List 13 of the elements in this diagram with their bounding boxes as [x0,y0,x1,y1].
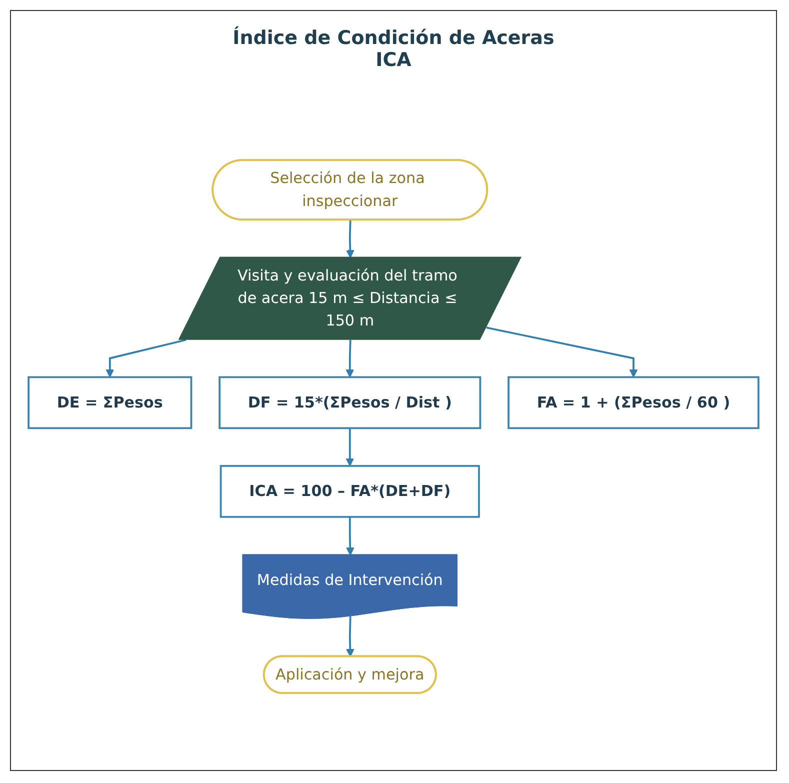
frame: Índice de Condición de Aceras ICA Selección de la zona inspeccionar Visita y evaluación del tramo de acera 15 m ≤ Distancia ≤ 150 m DE = ΣPesos DF = 15*(ΣPesos / Dist ) FA = 1 + (ΣPesos / 60 ) ICA = 100 – FA*(DE+DF) Medidas de Intervención Aplicación y mejora [10,10,777,771]
node-box [28,376,192,430]
title: Índice de Condición de Aceras ICA [232,27,556,71]
arrow [346,516,354,556]
arrow [346,616,354,657]
arrow [346,220,354,258]
node-box [218,376,482,430]
node-box [508,376,760,430]
arrow [346,340,354,378]
arrow [346,428,354,466]
arrow [486,326,638,378]
arrow [106,338,186,378]
node-box [220,464,480,518]
